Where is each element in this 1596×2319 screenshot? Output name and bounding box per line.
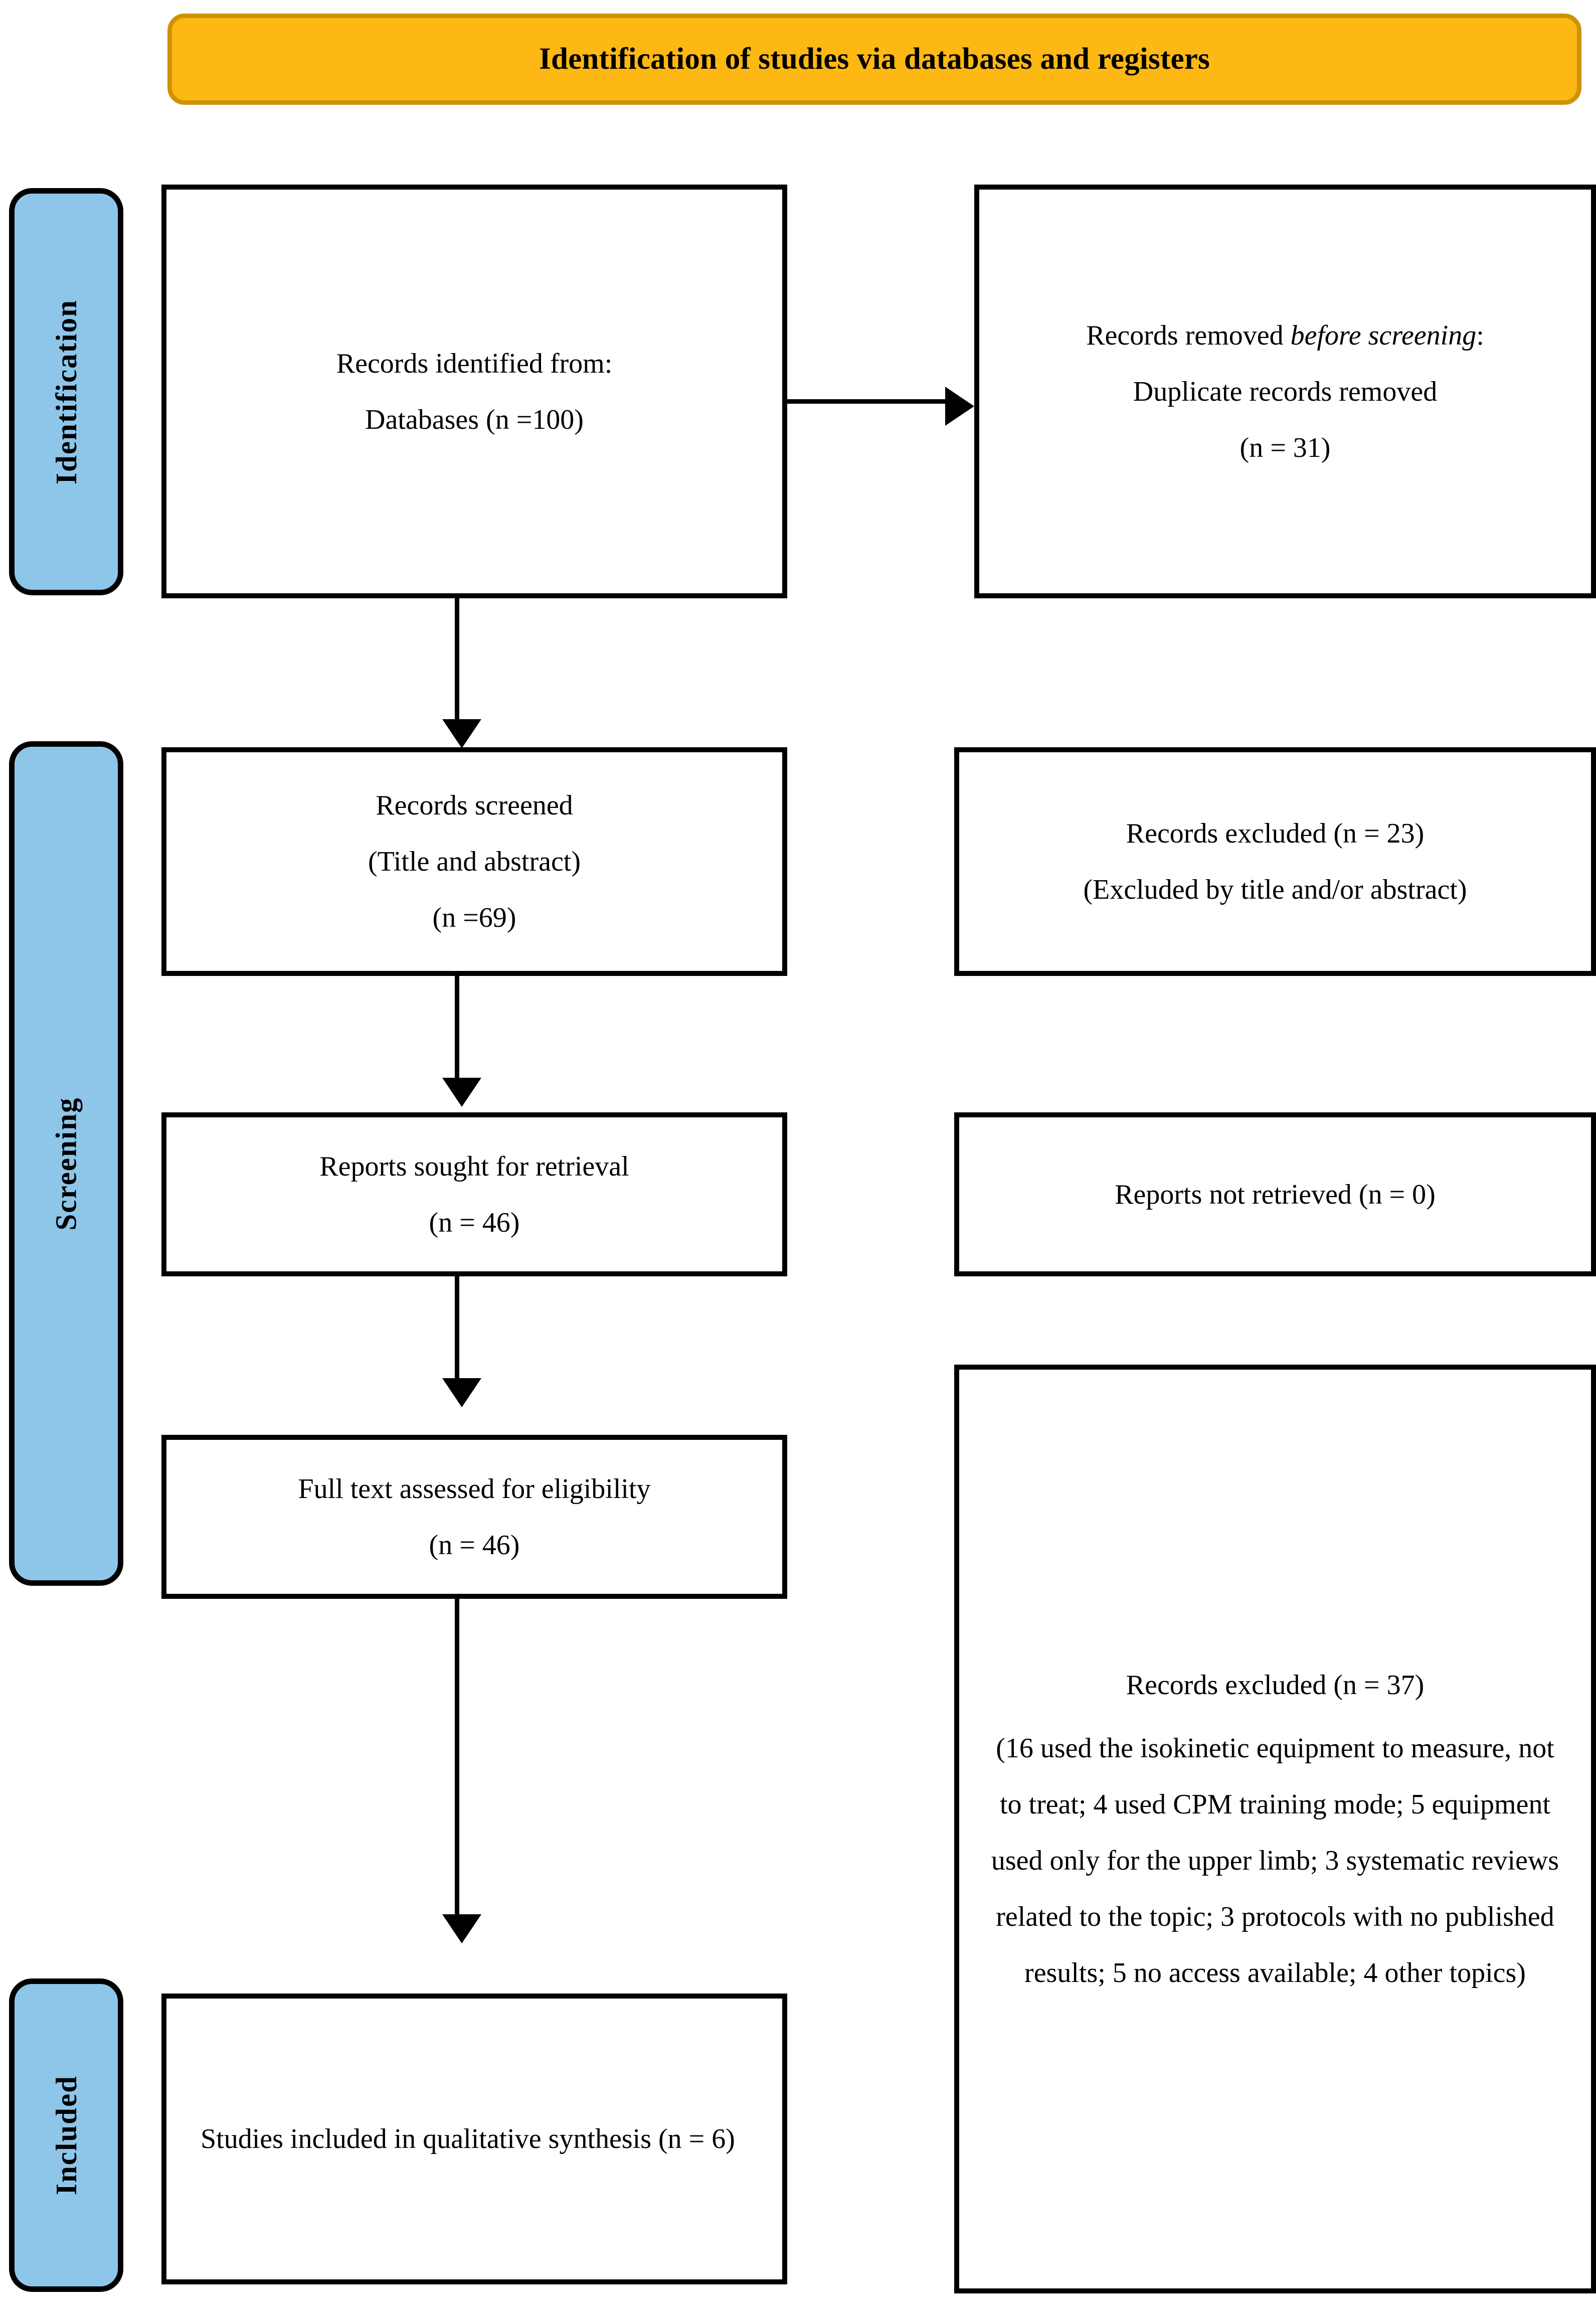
- box-reports-not-retrieved: Reports not retrieved (n = 0): [954, 1112, 1596, 1276]
- stage-pill-included: Included: [9, 1978, 123, 2292]
- box-records-removed-text: Records removed before screening: Duplic…: [979, 307, 1591, 476]
- box-full-text-assessed: Full text assessed for eligibility (n = …: [161, 1435, 787, 1599]
- box-records-screened-text: Records screened (Title and abstract) (n…: [166, 777, 782, 946]
- records-removed-italic: before screening: [1290, 319, 1477, 351]
- stage-label-included: Included: [49, 2075, 83, 2195]
- arrow-sought-to-fulltext-icon: [442, 1276, 481, 1407]
- banner-identification-header: Identification of studies via databases …: [167, 14, 1581, 105]
- reports-sought-line-2: (n = 46): [429, 1207, 520, 1238]
- box-records-identified-text: Records identified from: Databases (n =1…: [166, 336, 782, 448]
- banner-title: Identification of studies via databases …: [539, 42, 1210, 76]
- full-text-assessed-line-1: Full text assessed for eligibility: [298, 1473, 651, 1505]
- records-removed-suffix: :: [1476, 319, 1484, 351]
- box-full-text-assessed-text: Full text assessed for eligibility (n = …: [166, 1461, 782, 1573]
- records-screened-line-3: (n =69): [432, 902, 516, 933]
- box-reports-sought: Reports sought for retrieval (n = 46): [161, 1112, 787, 1276]
- stage-pill-identification: Identification: [9, 188, 123, 595]
- stage-label-screening: Screening: [49, 1096, 83, 1231]
- records-removed-line-3: (n = 31): [1239, 432, 1331, 463]
- records-excluded-eligibility-detail: (16 used the isokinetic equipment to mea…: [991, 1733, 1559, 1989]
- records-excluded-screening-line-2: (Excluded by title and/or abstract): [1083, 874, 1467, 905]
- records-identified-line-1: Records identified from:: [336, 348, 613, 379]
- arrow-identified-to-screened-icon: [442, 598, 481, 748]
- stage-pill-screening: Screening: [9, 741, 123, 1586]
- box-records-identified: Records identified from: Databases (n =1…: [161, 185, 787, 598]
- stage-label-identification: Identification: [49, 299, 83, 484]
- records-identified-line-2: Databases (n =100): [365, 404, 584, 435]
- box-reports-not-retrieved-text: Reports not retrieved (n = 0): [959, 1167, 1591, 1223]
- records-removed-line-2: Duplicate records removed: [1133, 376, 1438, 407]
- reports-not-retrieved-line-1: Reports not retrieved (n = 0): [1115, 1179, 1436, 1210]
- reports-sought-line-1: Reports sought for retrieval: [319, 1150, 629, 1182]
- box-studies-included-text: Studies included in qualitative synthesi…: [166, 2111, 782, 2167]
- records-removed-line-1: Records removed before screening:: [1006, 307, 1564, 364]
- box-records-excluded-eligibility: Records excluded (n = 37) (16 used the i…: [954, 1365, 1596, 2293]
- records-screened-line-2: (Title and abstract): [368, 846, 581, 877]
- records-excluded-screening-line-1: Records excluded (n = 23): [1126, 818, 1425, 849]
- box-records-excluded-screening: Records excluded (n = 23) (Excluded by t…: [954, 747, 1596, 976]
- full-text-assessed-line-2: (n = 46): [429, 1529, 520, 1561]
- records-screened-line-1: Records screened: [376, 790, 573, 821]
- box-reports-sought-text: Reports sought for retrieval (n = 46): [166, 1138, 782, 1251]
- arrow-identified-to-removed-icon: [787, 387, 974, 426]
- arrow-fulltext-to-included-icon: [442, 1599, 481, 1943]
- box-records-screened: Records screened (Title and abstract) (n…: [161, 747, 787, 976]
- box-records-removed: Records removed before screening: Duplic…: [974, 185, 1596, 598]
- box-records-excluded-screening-text: Records excluded (n = 23) (Excluded by t…: [959, 805, 1591, 918]
- studies-included-line-1: Studies included in qualitative synthesi…: [201, 2123, 735, 2155]
- records-removed-prefix: Records removed: [1086, 319, 1291, 351]
- arrow-screened-to-sought-icon: [442, 976, 481, 1107]
- records-excluded-eligibility-line-1: Records excluded (n = 37): [1126, 1670, 1425, 1701]
- box-records-excluded-eligibility-text: Records excluded (n = 37) (16 used the i…: [959, 1657, 1591, 2001]
- box-studies-included: Studies included in qualitative synthesi…: [161, 1994, 787, 2284]
